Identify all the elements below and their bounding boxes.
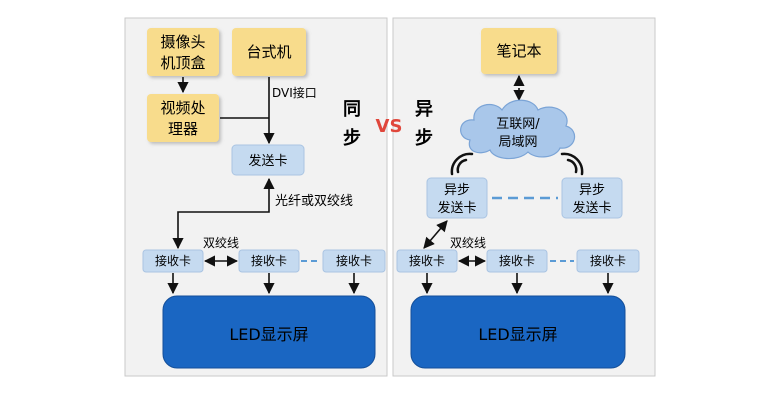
video-processor-line1: 视频处 <box>160 99 205 117</box>
left-receiver-3 <box>322 249 386 273</box>
dvi-label: DVI接口 <box>272 85 317 100</box>
sync-label-1: 同 <box>343 99 361 120</box>
right-receiver-2 <box>486 249 548 273</box>
async-sender-1-line1: 异步 <box>444 183 470 198</box>
cloud-label-line1: 互联网/ <box>496 117 540 132</box>
camera-settopbox-box <box>147 28 219 76</box>
cloud-label-line2: 局域网 <box>498 135 537 150</box>
vs-label: VS <box>376 116 403 137</box>
async-sender-2-line1: 异步 <box>579 183 605 198</box>
sender-card-label: 发送卡 <box>248 153 287 169</box>
video-processor-box <box>147 94 219 142</box>
async-sender-2-box <box>561 177 623 219</box>
right-led-screen <box>410 295 626 369</box>
right-receiver-1-label: 接收卡 <box>409 253 445 268</box>
right-receiver-2-label: 接收卡 <box>499 253 535 268</box>
left-receiver-1-label: 接收卡 <box>155 253 191 268</box>
right-led-screen-label: LED显示屏 <box>478 325 557 344</box>
desktop-box <box>232 28 306 76</box>
right-receiver-3-label: 接收卡 <box>590 253 626 268</box>
left-receiver-2-label: 接收卡 <box>251 253 287 268</box>
async-sender-2-line2: 发送卡 <box>572 200 611 216</box>
fiber-line <box>172 177 275 250</box>
sender-card-box <box>231 144 305 176</box>
right-twisted-label: 双绞线 <box>450 235 486 250</box>
left-receiver-2 <box>238 249 300 273</box>
internet-cloud-icon <box>460 99 576 160</box>
left-led-screen-label: LED显示屏 <box>229 325 308 344</box>
async-label-1: 异 <box>415 99 433 120</box>
left-receiver-1 <box>142 249 204 273</box>
left-led-screen <box>162 295 376 369</box>
wireless-signal-icon-left <box>450 152 474 176</box>
async-sender-1-box <box>426 177 488 219</box>
fiber-label: 光纤或双绞线 <box>275 193 353 209</box>
async-label-2: 步 <box>415 127 433 149</box>
left-receiver-3-label: 接收卡 <box>336 253 372 268</box>
camera-label-line1: 摄像头 <box>160 33 205 51</box>
wireless-signal-icon-right <box>560 152 584 176</box>
laptop-box <box>481 28 557 74</box>
left-twisted-label: 双绞线 <box>203 235 239 250</box>
sync-label-2: 步 <box>343 127 361 149</box>
async-sender-1-line2: 发送卡 <box>437 200 476 216</box>
laptop-label: 笔记本 <box>496 42 541 60</box>
async-sender-to-receiver <box>423 220 448 249</box>
video-processor-line2: 理器 <box>168 120 198 138</box>
right-receiver-3 <box>576 249 640 273</box>
right-receiver-1 <box>396 249 458 273</box>
desktop-label: 台式机 <box>246 43 291 61</box>
camera-label-line2: 机顶盒 <box>160 54 205 72</box>
